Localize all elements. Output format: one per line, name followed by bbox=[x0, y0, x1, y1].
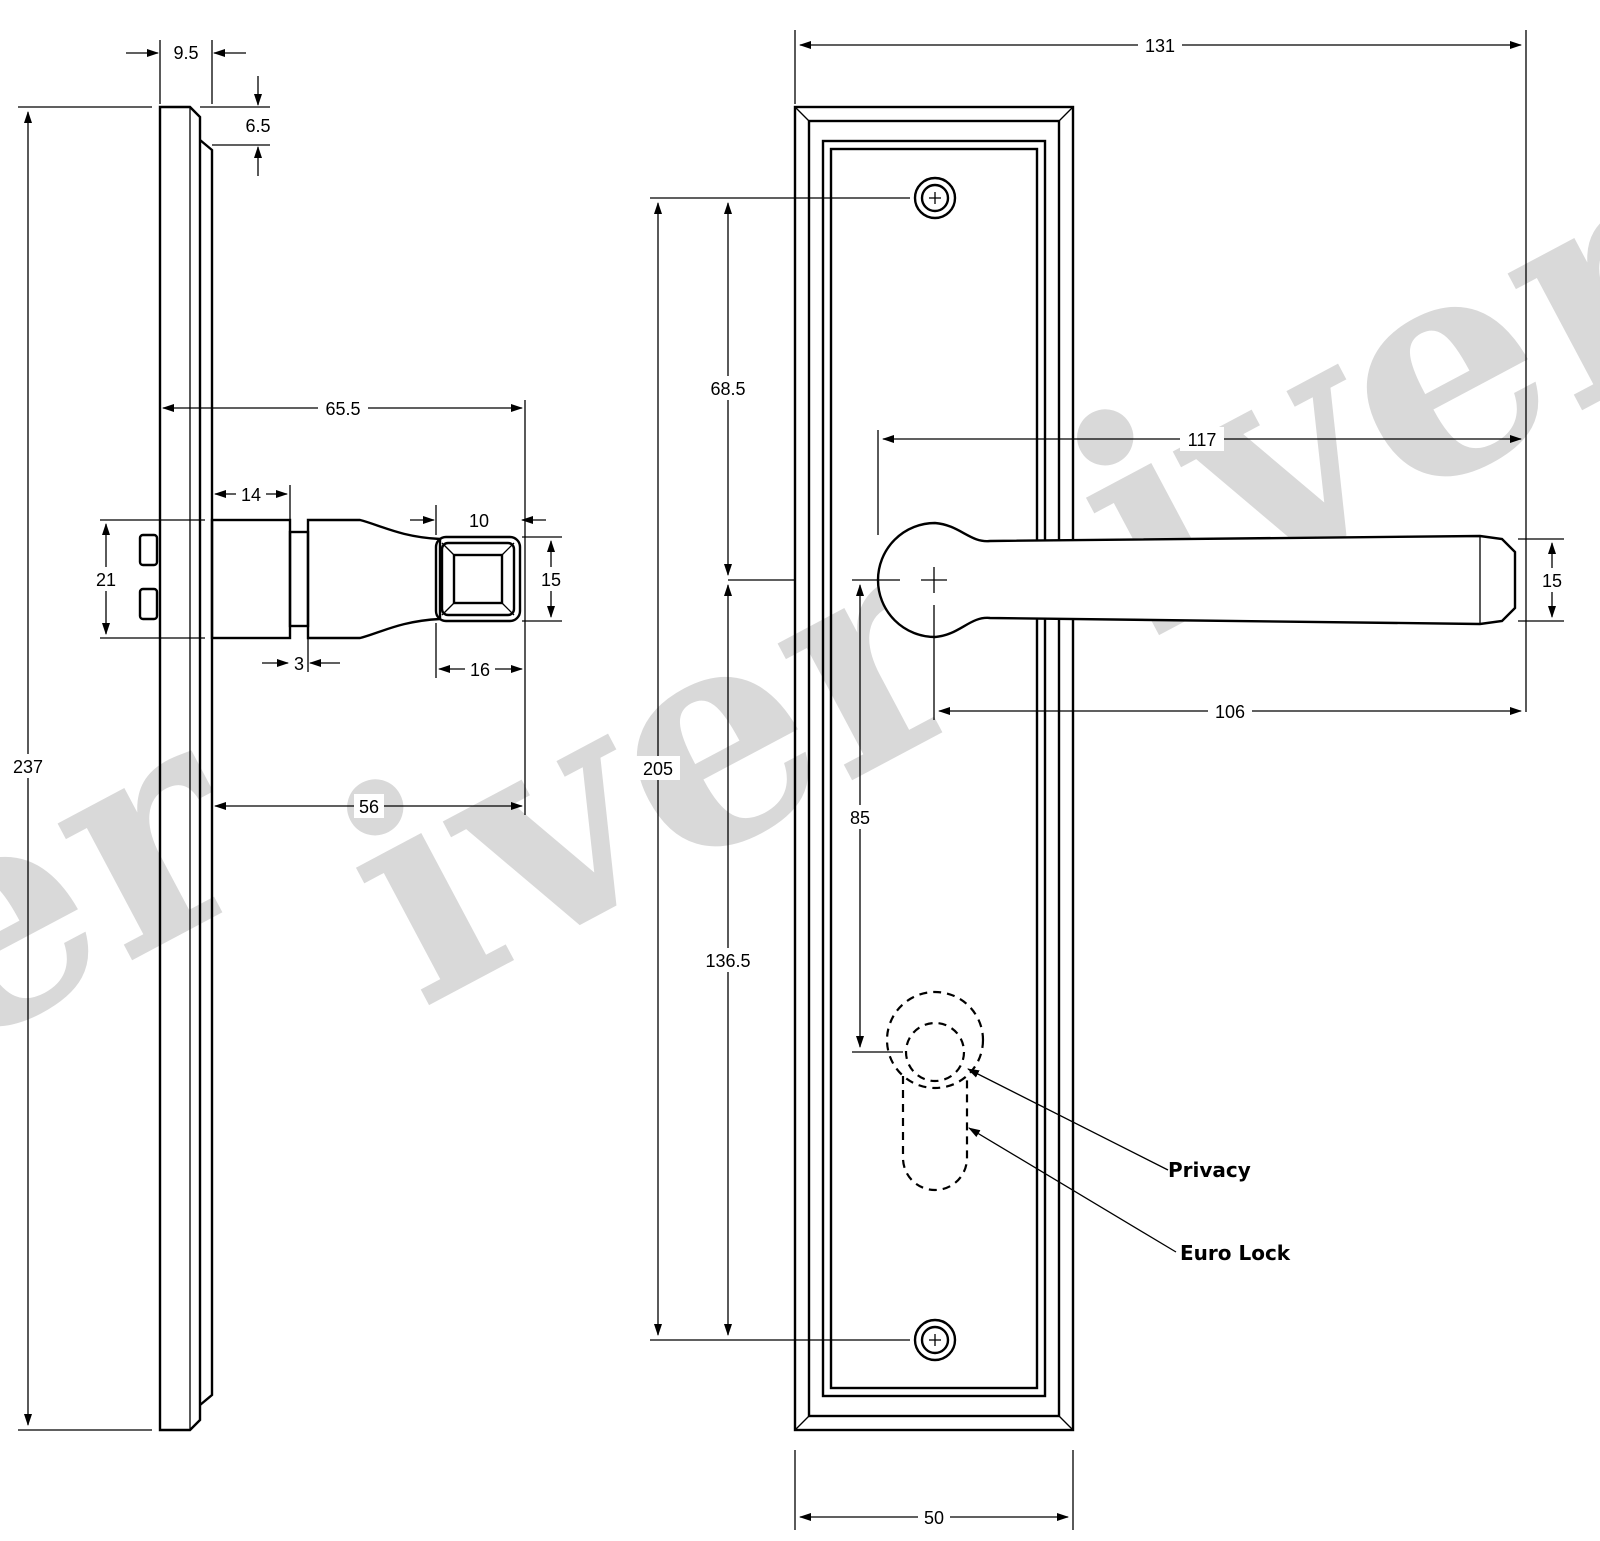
dim-projection-total: 65.5 bbox=[325, 399, 360, 419]
lever-handle bbox=[876, 521, 1517, 639]
dim-lever-from-spindle: 106 bbox=[1215, 702, 1245, 722]
callout-labels: Privacy Euro Lock bbox=[1168, 1158, 1291, 1265]
dim-plate-width: 50 bbox=[924, 1508, 944, 1528]
dim-rose-height: 21 bbox=[96, 570, 116, 590]
dim-rose-length: 14 bbox=[241, 485, 261, 505]
dim-top-screw-to-lever: 68.5 bbox=[710, 379, 745, 399]
dim-lever-to-bottom-screw: 136.5 bbox=[705, 951, 750, 971]
dim-gap: 3 bbox=[294, 654, 304, 674]
watermark-text-left: iver bbox=[0, 639, 301, 1253]
callout-euro-lock: Euro Lock bbox=[1180, 1241, 1291, 1265]
side-view: 9.5 6.5 237 65.5 14 21 3 10 15 16 56 bbox=[6, 40, 564, 1432]
dim-lever-length: 117 bbox=[1188, 430, 1217, 450]
side-plate-outline bbox=[158, 105, 214, 1432]
dim-end-height: 15 bbox=[541, 570, 561, 590]
dim-plate-thickness: 9.5 bbox=[173, 43, 198, 63]
backplate-outline bbox=[793, 105, 1075, 1432]
top-screw-icon bbox=[913, 176, 957, 220]
dim-side-overall-height: 237 bbox=[13, 757, 43, 777]
front-dimension-labels: 131 205 68.5 136.5 117 15 106 85 50 bbox=[636, 33, 1565, 1529]
dim-overall-width: 131 bbox=[1145, 36, 1175, 56]
side-dimension-labels: 9.5 6.5 237 65.5 14 21 3 10 15 16 56 bbox=[6, 40, 564, 818]
watermark: iver iver iver bbox=[0, 89, 1600, 1253]
front-view: 131 205 68.5 136.5 117 15 106 85 50 Priv… bbox=[636, 30, 1565, 1530]
bottom-screw-icon bbox=[913, 1318, 957, 1362]
dim-end-width: 10 bbox=[469, 511, 489, 531]
keyhole-outline bbox=[885, 990, 985, 1192]
side-lever-profile bbox=[138, 518, 522, 640]
callout-leaders bbox=[967, 1068, 1177, 1253]
callout-privacy: Privacy bbox=[1168, 1158, 1251, 1182]
dim-projection-from-plate: 56 bbox=[359, 797, 379, 817]
dim-spindle-to-keyhole: 85 bbox=[850, 808, 870, 828]
dim-lever-end-height: 15 bbox=[1542, 571, 1562, 591]
dim-screw-spacing: 205 bbox=[643, 759, 673, 779]
dim-end-length: 16 bbox=[470, 660, 490, 680]
dim-bevel: 6.5 bbox=[245, 116, 270, 136]
